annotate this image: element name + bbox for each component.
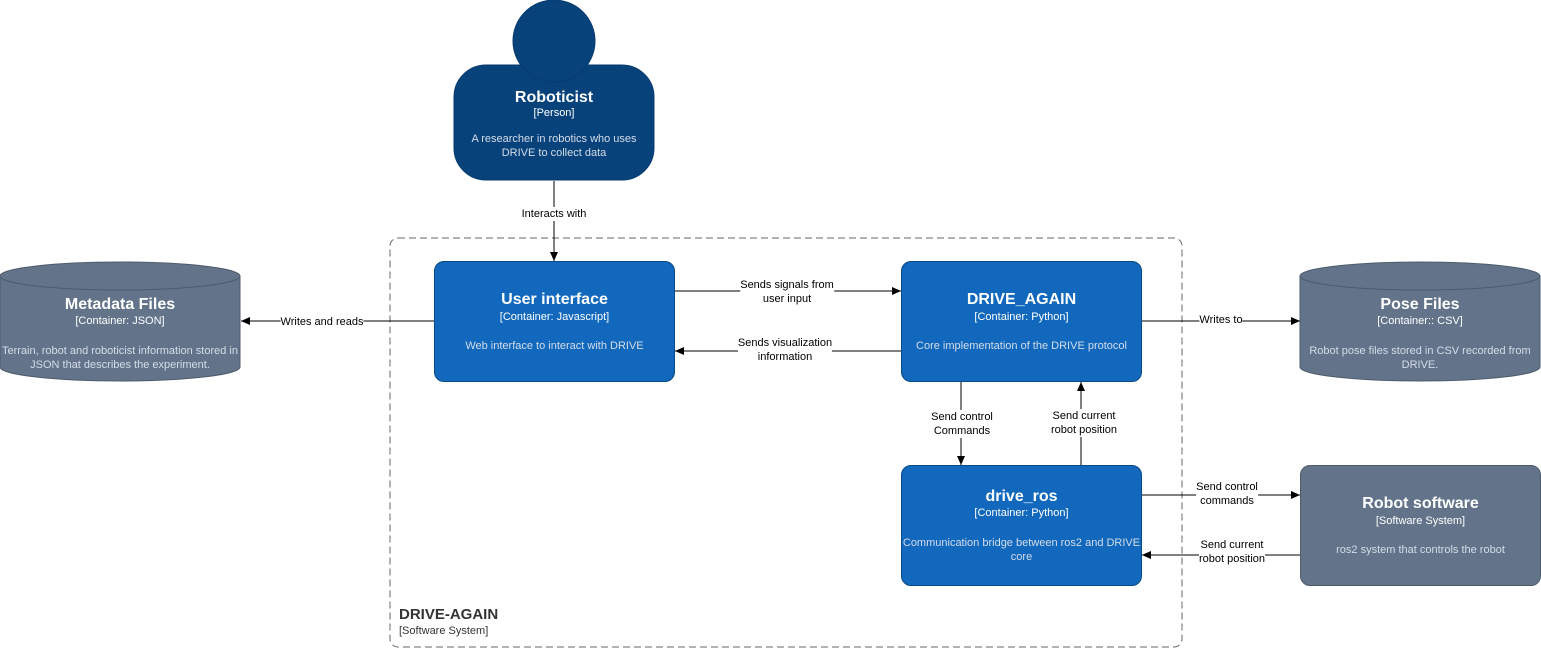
person-desc-line2: DRIVE to collect data — [501, 147, 607, 159]
edge-label-sends-visualization: Sends visualization information — [737, 336, 833, 364]
edge-label-line1: Send current — [1200, 539, 1264, 551]
system-boundary — [389, 237, 1183, 648]
person-shape — [453, 0, 655, 181]
edge-label-line2: robot position — [1198, 553, 1266, 565]
edge-label-line1: Interacts with — [521, 208, 587, 220]
node-type: [Software System] — [1375, 515, 1466, 527]
node-desc: Web interface to interact with DRIVE — [465, 340, 644, 352]
node-desc-line1: Robot pose files stored in CSV recorded … — [1309, 345, 1531, 357]
node-drive-again: DRIVE_AGAIN [Container: Python] Core imp… — [901, 261, 1142, 382]
node-type: [Container: JSON] — [75, 315, 165, 327]
edge-label-send-position-left: Send current robot position — [1198, 538, 1266, 566]
node-desc-line1: Communication bridge between ros2 and DR… — [902, 537, 1141, 549]
node-title: Metadata Files — [64, 296, 176, 313]
node-user-interface: User interface [Container: Javascript] W… — [434, 261, 675, 382]
node-desc-line2: core — [1010, 551, 1033, 563]
node-desc: ros2 system that controls the robot — [1336, 544, 1505, 556]
edge-label-line2: information — [757, 351, 813, 363]
node-desc: Core implementation of the DRIVE protoco… — [916, 340, 1127, 352]
edge-label-line1: Send current — [1052, 410, 1116, 422]
node-title: drive_ros — [985, 488, 1058, 505]
edge-label-line1: Writes and reads — [280, 316, 364, 328]
edge-label-writes-and-reads: Writes and reads — [280, 315, 364, 329]
person-desc-line1: A researcher in robotics who uses — [471, 133, 637, 145]
edge-label-interacts-with: Interacts with — [521, 207, 587, 221]
edge-label-line1: Send control — [1196, 481, 1258, 493]
edge-label-send-control-right: Send control commands — [1196, 480, 1258, 508]
edge-label-send-position-up: Send current robot position — [1050, 409, 1118, 437]
pose-files-cylinder — [1299, 261, 1541, 382]
edge-label-line1: Send control — [931, 411, 993, 423]
node-robot-software: Robot software [Software System] ros2 sy… — [1300, 465, 1541, 586]
node-desc-line2: DRIVE. — [1401, 359, 1439, 371]
node-metadata-files: Metadata Files [Container: JSON] Terrain… — [0, 262, 240, 381]
node-title: Pose Files — [1380, 296, 1460, 313]
person-title: Roboticist — [514, 89, 594, 106]
edge-label-writes-to: Writes to — [1199, 313, 1243, 327]
node-desc-line1: Terrain, robot and roboticist informatio… — [1, 345, 238, 357]
edge-label-line2: Commands — [933, 425, 991, 437]
node-title: User interface — [501, 291, 608, 308]
node-type: [Container: Python] — [974, 311, 1069, 323]
edge-label-line1: Sends visualization — [737, 337, 833, 349]
node-drive-ros: drive_ros [Container: Python] Communicat… — [901, 465, 1142, 586]
edge-label-sends-signals: Sends signals from user input — [740, 278, 834, 306]
metadata-files-cylinder — [0, 261, 241, 382]
node-title: Robot software — [1362, 495, 1479, 512]
boundary-type: [Software System] — [399, 625, 489, 637]
node-desc-line2: JSON that describes the experiment. — [30, 359, 210, 371]
edge-label-line2: commands — [1200, 495, 1254, 507]
edge-label-line1: Writes to — [1199, 314, 1243, 326]
person-type: [Person] — [533, 107, 575, 119]
boundary-name: DRIVE-AGAIN — [399, 606, 499, 623]
edge-label-send-control-down: Send control Commands — [931, 410, 993, 438]
node-pose-files: Pose Files [Container:: CSV] Robot pose … — [1300, 262, 1540, 381]
node-type: [Container: Python] — [974, 507, 1069, 519]
person-roboticist: Roboticist [Person] A researcher in robo… — [454, 65, 654, 180]
node-title: DRIVE_AGAIN — [966, 291, 1077, 308]
node-type: [Container: Javascript] — [499, 311, 610, 323]
node-type: [Container:: CSV] — [1377, 315, 1463, 327]
edge-label-line2: robot position — [1050, 424, 1118, 436]
edge-label-line1: Sends signals from — [740, 279, 834, 291]
edge-label-line2: user input — [762, 293, 812, 305]
